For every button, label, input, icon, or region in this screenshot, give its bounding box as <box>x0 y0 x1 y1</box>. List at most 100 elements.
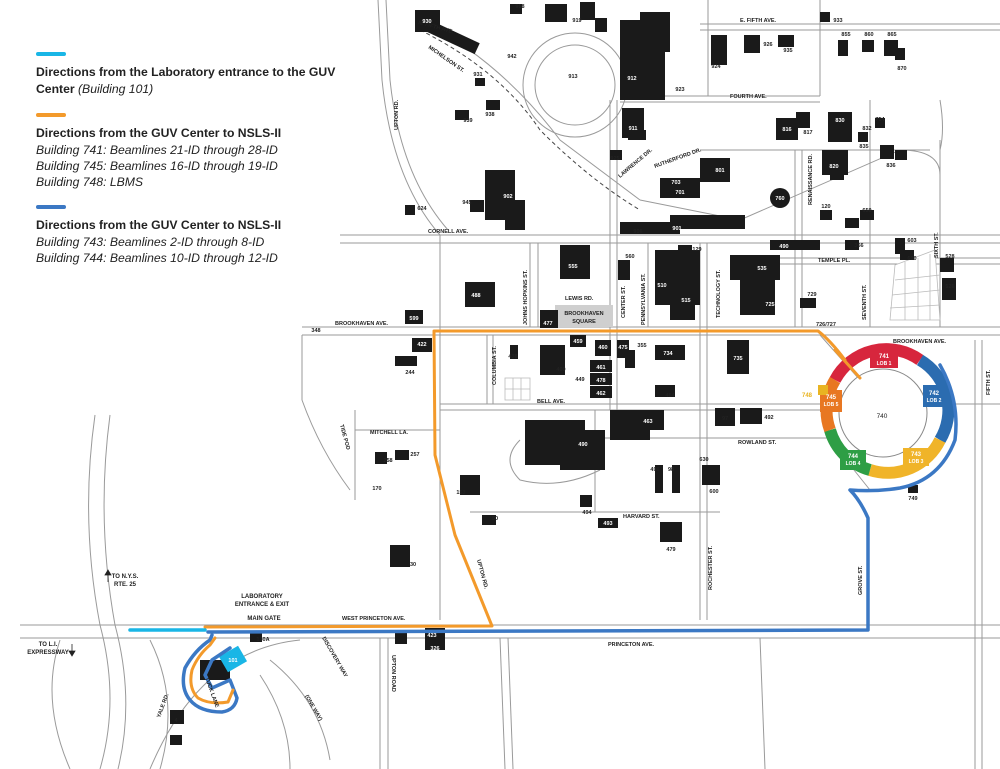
label-west-princeton: WEST PRINCETON AVE. <box>342 616 406 622</box>
bldg-703: 703 <box>671 180 680 186</box>
bldg-492: 492 <box>764 415 773 421</box>
bldg-801: 801 <box>715 168 724 174</box>
bldg-459: 459 <box>573 339 582 345</box>
bldg-555: 555 <box>568 264 577 270</box>
label-mitchell: MITCHELL LA. <box>370 430 409 436</box>
label-to-li1: TO L.I. <box>39 642 58 648</box>
label-742: 742 <box>929 391 940 397</box>
legend-blue-line: Building 743: Beamlines 2-ID through 8-I… <box>36 235 265 249</box>
legend-blue-line: Building 744: Beamlines 10-ID through 12… <box>36 251 278 265</box>
legend-orange-line: Building 748: LBMS <box>36 175 144 189</box>
bldg-515: 515 <box>681 298 690 304</box>
label-lob3: LOB 3 <box>909 459 924 465</box>
label-to-ny1: TO N.Y.S. <box>112 574 139 580</box>
parking-grid <box>504 249 941 401</box>
label-renaissance: RENAISSANCE RD. <box>808 153 814 205</box>
label-johns-hopkins: JOHNS HOPKINS ST. <box>523 270 529 325</box>
bldg-816: 816 <box>782 127 791 133</box>
label-brookhaven-e: BROOKHAVEN AVE. <box>893 339 947 345</box>
label-pennsylvania: PENNSYLVANIA ST. <box>641 273 647 325</box>
bldg-942: 942 <box>507 54 516 60</box>
bldg-493: 493 <box>603 521 612 527</box>
legend-blue-title: Directions from the GUV Center to NSLS-I… <box>36 218 282 232</box>
label-743: 743 <box>911 452 922 458</box>
orange-spur <box>833 348 862 380</box>
label-discovery: DISCOVERY WAY <box>320 636 348 679</box>
bldg-820: 820 <box>829 164 838 170</box>
bldg-599: 599 <box>409 316 418 322</box>
label-bell: BELL AVE. <box>537 399 565 405</box>
label-princeton: PRINCETON AVE. <box>608 642 655 648</box>
bldg-422: 422 <box>417 342 426 348</box>
bldg-754: 754 <box>875 117 885 123</box>
legend-orange-line: Building 741: Beamlines 21-ID through 28… <box>36 143 278 157</box>
label-cornell: CORNELL AVE. <box>428 229 469 235</box>
main-gate-building <box>250 632 262 642</box>
label-to-li2: EXPRESSWAY <box>27 650 68 656</box>
label-sixth: SIXTH ST. <box>934 232 940 258</box>
label-744: 744 <box>848 454 859 460</box>
label-fourth: FOURTH AVE. <box>730 94 767 100</box>
bldg-355: 355 <box>637 343 646 349</box>
direction-arrows <box>68 569 112 657</box>
bldg-490n: 490 <box>779 244 788 250</box>
bldg-496: 496 <box>650 467 659 473</box>
bldg-938: 938 <box>485 112 494 118</box>
label-michelson: MICHELSON ST. <box>427 45 466 75</box>
bldg-860: 860 <box>864 32 873 38</box>
label-one-way: (ONE WAY) <box>303 694 323 722</box>
bldg-50: 50 <box>492 516 498 522</box>
bldg-153: 153 <box>456 490 465 496</box>
bldg-630: 630 <box>699 457 708 463</box>
label-main-gate: MAIN GATE <box>247 616 280 622</box>
bldg-461: 461 <box>596 365 605 371</box>
label-748: 748 <box>802 393 813 399</box>
bldg-624: 624 <box>417 206 427 212</box>
bldg-919: 919 <box>572 18 581 24</box>
label-technology: TECHNOLOGY ST. <box>716 269 722 318</box>
bldg-460: 460 <box>598 345 607 351</box>
guv-center-building <box>218 645 248 673</box>
bldg-258: 258 <box>383 458 392 464</box>
bldg-930: 930 <box>422 19 431 25</box>
bldg-475: 475 <box>618 345 627 351</box>
bldg-366: 366 <box>854 243 863 249</box>
label-seventh: SEVENTH ST. <box>862 284 868 320</box>
bldg-170: 170 <box>372 486 381 492</box>
bldg-906: 906 <box>633 229 642 235</box>
bldg-464: 464 <box>665 393 675 399</box>
bldg-931: 931 <box>473 72 482 78</box>
blue-swatch <box>36 205 66 209</box>
blue-route <box>181 363 958 714</box>
bldg-901: 901 <box>672 226 681 232</box>
bldg-423: 423 <box>427 633 436 639</box>
bldg-560: 560 <box>625 254 634 260</box>
bldg-836: 836 <box>886 163 895 169</box>
bldg-462: 462 <box>596 391 605 397</box>
bldg-902: 902 <box>503 194 512 200</box>
label-lob5: LOB 5 <box>824 402 839 408</box>
label-rochester: ROCHESTER ST. <box>708 546 714 590</box>
legend-orange-title: Directions from the GUV Center to NSLS-I… <box>36 126 282 140</box>
label-lewis: LEWIS RD. <box>565 296 594 302</box>
bldg-855: 855 <box>841 32 850 38</box>
label-lawrence: LAWRENCE DR. <box>617 147 654 179</box>
legend-blue-route: Directions from the GUV Center to NSLS-I… <box>36 205 336 266</box>
building-numbers: 930 912 911 816 830 820 703 701 801 760 … <box>174 4 954 724</box>
label-to-ny2: RTE. 25 <box>114 582 137 588</box>
bldg-98: 98 <box>668 467 674 473</box>
orange-swatch <box>36 113 66 117</box>
label-tide-pod: TIDE POD <box>338 424 351 451</box>
bldg-735: 735 <box>733 356 742 362</box>
label-upton-rd-s: UPTON RD. <box>475 559 489 590</box>
label-harvard: HARVARD ST. <box>623 514 660 520</box>
bldg-130a: 130A <box>256 637 269 643</box>
label-bh-square1: BROOKHAVEN <box>564 311 603 317</box>
bldg-400: 400 <box>556 367 565 373</box>
bldg-30: 30 <box>410 562 416 568</box>
label-e-fifth: E. FIFTH AVE. <box>740 18 777 24</box>
bldg-939: 939 <box>463 118 472 124</box>
legend-orange-route: Directions from the GUV Center to NSLS-I… <box>36 113 336 190</box>
bldg-865: 865 <box>887 32 896 38</box>
label-rowland: ROWLAND ST. <box>738 440 777 446</box>
